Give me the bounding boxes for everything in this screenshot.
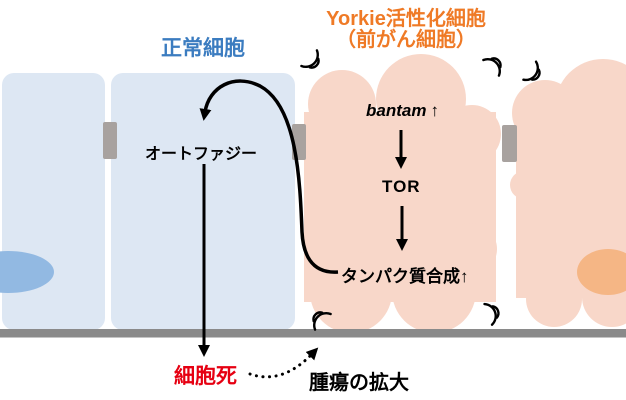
cell-junction-3	[502, 125, 517, 162]
tumor-expansion-label: 腫瘍の拡大	[309, 372, 409, 394]
tumor-cell-nucleus	[577, 249, 626, 295]
vibration-mark	[483, 302, 500, 326]
normal-cell-nucleus	[0, 251, 54, 293]
tumor-expansion-arrow	[248, 347, 319, 379]
bantam-label: bantam↑	[366, 101, 439, 121]
yorkie-cells-label-line2: （前がん細胞）	[336, 29, 476, 51]
vibration-mark	[312, 311, 332, 331]
protein-to-autophagy-arrow	[199, 79, 339, 274]
autophagy-label: オートファジー	[145, 146, 258, 163]
protein-synthesis-label: タンパク質合成↑	[341, 267, 469, 286]
basement-membrane	[0, 329, 626, 338]
vibration-mark	[522, 60, 541, 82]
tor-label: TOR	[382, 177, 421, 196]
vibration-mark	[482, 57, 502, 77]
cell-junction-1	[103, 122, 117, 159]
up-arrow-glyph: ↑	[430, 101, 439, 120]
cell-death-label: 細胞死	[174, 365, 237, 388]
bantam-gene-name: bantam	[366, 101, 427, 120]
vibration-mark	[300, 49, 320, 69]
yorkie-cells-label: Yorkie活性化細胞 （前がん細胞）	[316, 9, 496, 51]
yorkie-cells-label-line1: Yorkie活性化細胞	[326, 8, 486, 30]
normal-cells-label: 正常細胞	[161, 37, 245, 60]
